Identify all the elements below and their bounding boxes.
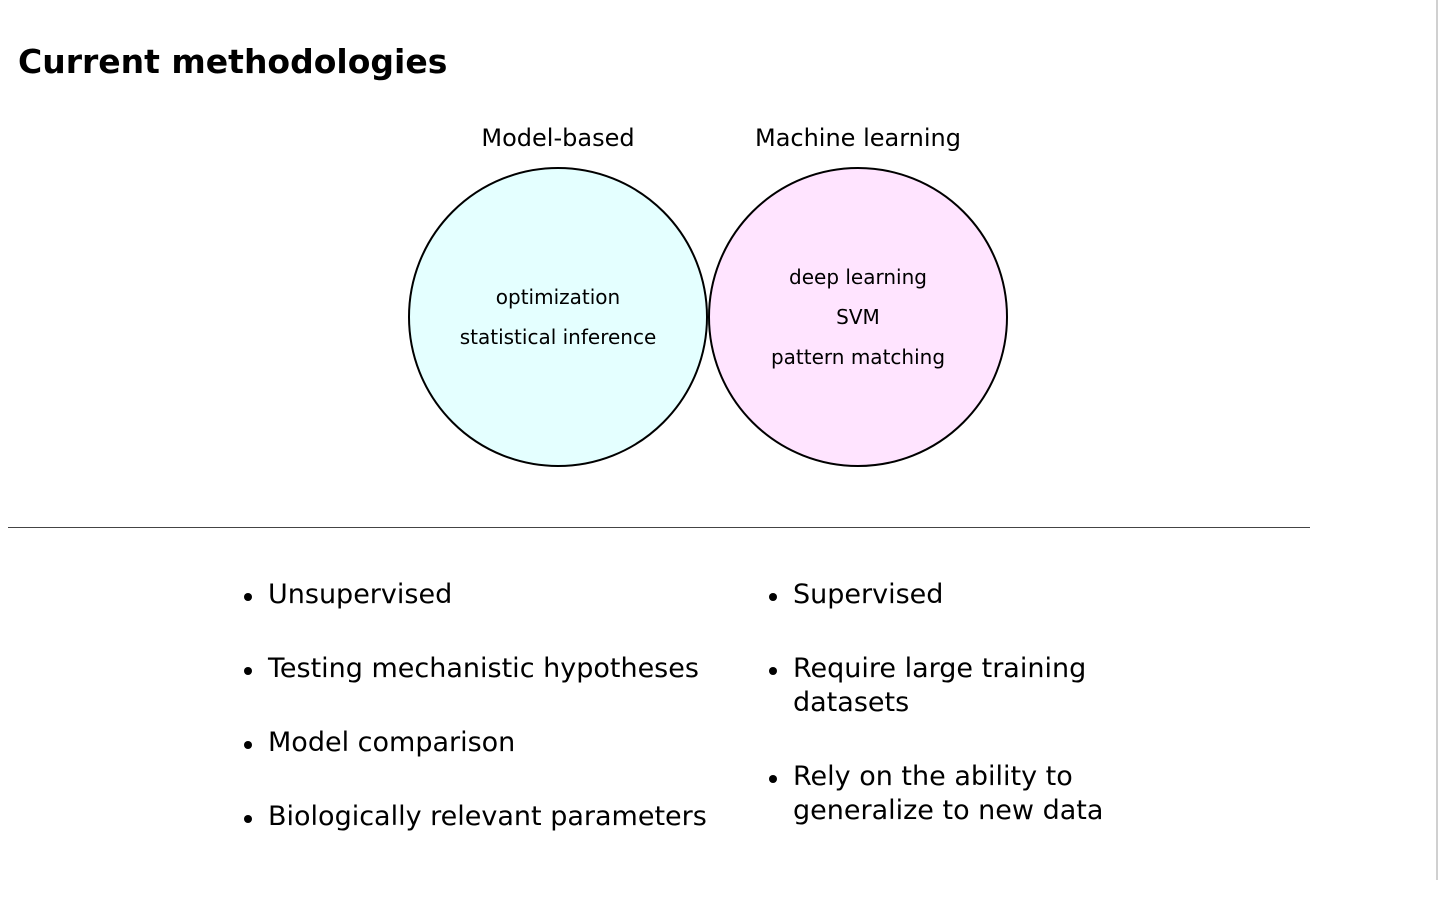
list-item: Testing mechanistic hypotheses xyxy=(242,652,722,686)
list-item: Model comparison xyxy=(242,726,722,760)
list-item: Biologically relevant parameters xyxy=(242,800,722,834)
circle-item-deep-learning: deep learning xyxy=(789,265,927,289)
machine-learning-label: Machine learning xyxy=(754,124,961,152)
circle-item-optimization: optimization xyxy=(495,285,621,309)
list-item: Unsupervised xyxy=(242,578,722,612)
model-based-properties-list: Unsupervised Testing mechanistic hypothe… xyxy=(242,578,722,874)
machine-learning-circle: deep learning SVM pattern matching xyxy=(708,167,1008,467)
circle-item-statistical-inference: statistical inference xyxy=(459,325,657,349)
model-based-circle: optimization statistical inference xyxy=(408,167,708,467)
list-item: Rely on the ability to generalize to new… xyxy=(767,760,1127,828)
model-based-label: Model-based xyxy=(481,124,635,152)
list-item: Supervised xyxy=(767,578,1127,612)
circle-item-pattern-matching: pattern matching xyxy=(770,345,946,369)
machine-learning-properties-list: Supervised Require large training datase… xyxy=(767,578,1127,868)
page-title: Current methodologies xyxy=(18,42,448,81)
circle-item-svm: SVM xyxy=(836,305,880,329)
section-divider xyxy=(8,527,1310,528)
list-item: Require large training datasets xyxy=(767,652,1127,720)
scrollbar-track[interactable] xyxy=(1436,0,1438,880)
